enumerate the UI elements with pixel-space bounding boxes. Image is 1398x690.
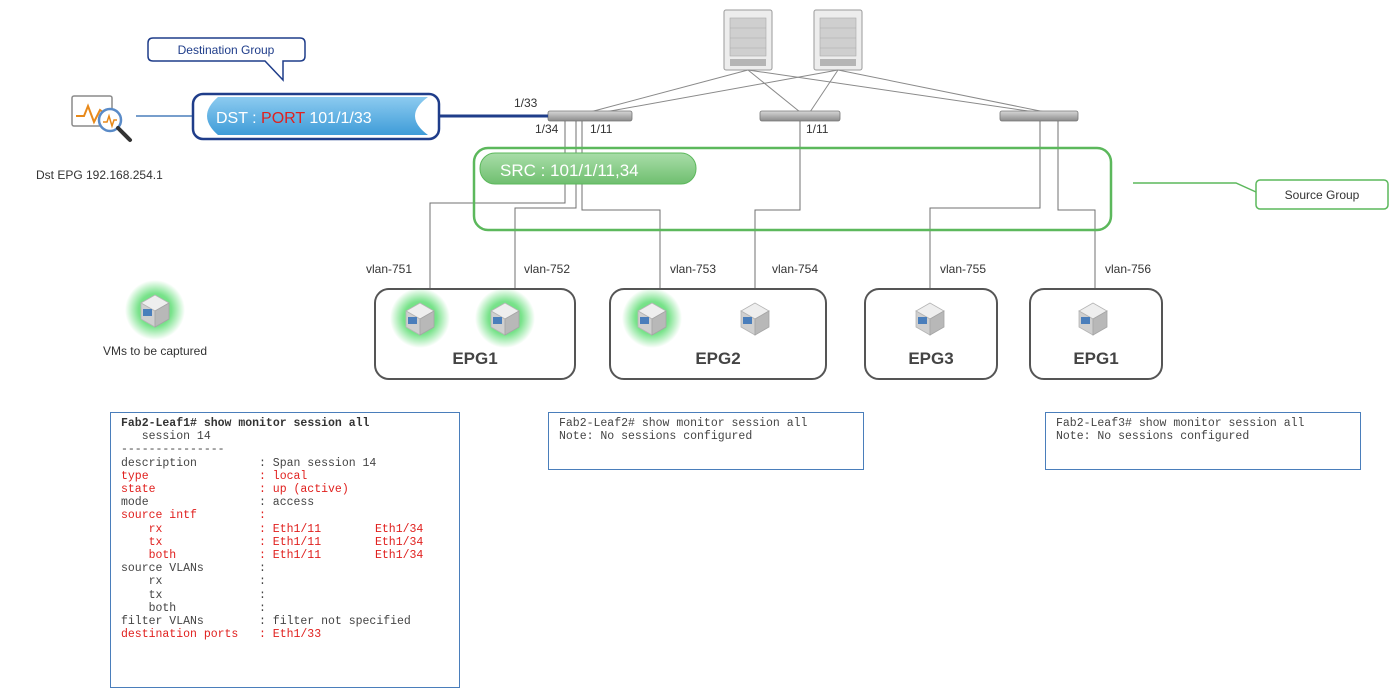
leaf1-row: description : Span session 14	[121, 457, 449, 470]
spine-leaf-links	[589, 69, 1046, 113]
leaf1-divider: ---------------	[121, 443, 225, 457]
leaf1-row-key: rx	[121, 522, 163, 536]
leaf1-row-key: source VLANs	[121, 562, 204, 576]
leaf1-row: type : local	[121, 470, 449, 483]
vm-icon	[390, 288, 450, 348]
src-port-pill	[479, 152, 697, 185]
leaf1-row: mode : access	[121, 496, 449, 509]
leaf1-row-value: : filter not specified	[259, 615, 411, 629]
leaf1-row-extra: Eth1/34	[375, 535, 424, 549]
src-port-label: SRC : 101/1/11,34	[500, 161, 639, 180]
leaf1-row: source intf:	[121, 509, 449, 522]
leaf1-row-key: source intf	[121, 509, 197, 523]
leaf1-row: tx:	[121, 589, 449, 602]
leaf2-command: Fab2-Leaf2# show monitor session all	[559, 417, 808, 430]
leaf1-row-key: description	[121, 456, 197, 470]
destination-group-callout	[147, 37, 306, 82]
leaf1-row-key: destination ports	[121, 628, 239, 642]
epg-label-3: EPG3	[908, 349, 953, 368]
leaf1-row: filter VLANs : filter not specified	[121, 615, 449, 628]
leaf1-row-key: rx	[121, 575, 163, 589]
vlan-label-755: vlan-755	[940, 262, 986, 276]
port-label-1-11-leaf1: 1/11	[590, 122, 613, 136]
vlan-label-752: vlan-752	[524, 262, 570, 276]
leaf1-row-value: : Eth1/11	[259, 549, 322, 563]
leaf1-row: rx:	[121, 575, 449, 588]
leaf1-row-value: : Eth1/11	[259, 535, 322, 549]
leaf1-row-value: :	[259, 601, 266, 615]
port-label-1-34: 1/34	[535, 122, 559, 136]
leaf1-command: Fab2-Leaf1# show monitor session all	[121, 417, 370, 430]
leaf1-row: source VLANs:	[121, 562, 449, 575]
leaf1-row-key: both	[121, 601, 177, 615]
leaf1-row-value: :	[259, 575, 266, 589]
epg-box-4	[1029, 288, 1163, 380]
port-label-1-11-leaf2: 1/11	[806, 122, 829, 136]
leaf1-row-key: state	[121, 483, 156, 497]
legend-vm-icon	[125, 280, 185, 340]
leaf3-terminal: Fab2-Leaf3# show monitor session all Not…	[1045, 412, 1361, 470]
leaf3-command: Fab2-Leaf3# show monitor session all	[1056, 417, 1305, 430]
leaf1-terminal: Fab2-Leaf1# show monitor session all ses…	[110, 412, 460, 688]
leaf1-row-extra: Eth1/34	[375, 522, 424, 536]
leaf1-row-value: :	[259, 562, 266, 576]
leaf1-row-value: :	[259, 509, 266, 523]
leaf1-row-key: type	[121, 469, 149, 483]
vm-icon	[622, 288, 682, 348]
leaf3-note: Note: No sessions configured	[1056, 430, 1250, 444]
leaf-switch-3	[999, 110, 1079, 122]
source-group-box	[472, 146, 1113, 232]
leaf-switch-2	[759, 110, 841, 122]
analyzer-label: Dst EPG 192.168.254.1	[36, 168, 163, 182]
leaf2-note: Note: No sessions configured	[559, 430, 753, 444]
source-group-pointer	[1133, 182, 1257, 193]
source-group-callout-label: Source Group	[1285, 188, 1360, 202]
analyzer-icon	[71, 95, 132, 142]
epg-label-4: EPG1	[1073, 349, 1118, 368]
leaf1-session: session 14	[121, 430, 211, 444]
leaf1-row-extra: Eth1/34	[375, 549, 424, 563]
epg-label-1: EPG1	[452, 349, 497, 368]
dst-port-label: DST : PORT 101/1/33	[216, 110, 372, 127]
port-label-1-33: 1/33	[514, 96, 538, 110]
vlan-label-754: vlan-754	[772, 262, 818, 276]
leaf1-row-value: : access	[259, 496, 315, 510]
leaf1-row: rx : Eth1/11 Eth1/34	[121, 523, 449, 536]
vlan-label-753: vlan-753	[670, 262, 716, 276]
leaf1-row-key: both	[121, 549, 177, 563]
leaf1-row-value: : Span session 14	[259, 456, 377, 470]
leaf1-row: both : Eth1/11 Eth1/34	[121, 549, 449, 562]
leaf2-terminal: Fab2-Leaf2# show monitor session all Not…	[548, 412, 864, 470]
source-group-callout	[1255, 179, 1389, 210]
leaf1-row-value: : Eth1/11	[259, 522, 322, 536]
leaf1-row-key: mode	[121, 496, 149, 510]
spine-switch-1	[723, 9, 773, 71]
leaf1-row-key: tx	[121, 535, 163, 549]
leaf1-row: destination ports : Eth1/33	[121, 628, 449, 641]
leaf1-row-key: tx	[121, 588, 163, 602]
leaf1-row-value: : up (active)	[259, 483, 349, 497]
leaf1-row: both:	[121, 602, 449, 615]
vlan-label-751: vlan-751	[366, 262, 412, 276]
leaf1-row: tx : Eth1/11 Eth1/34	[121, 536, 449, 549]
vlan-label-756: vlan-756	[1105, 262, 1151, 276]
epg-label-2: EPG2	[695, 349, 740, 368]
leaf-switch-1	[547, 110, 633, 122]
leaf1-row-value: : local	[259, 469, 308, 483]
spine-switch-2	[813, 9, 863, 71]
legend-label: VMs to be captured	[103, 344, 207, 358]
leaf1-row-key: filter VLANs	[121, 615, 204, 629]
dst-port-pill	[207, 97, 428, 135]
leaf1-row-value: : Eth1/33	[259, 628, 322, 642]
vm-icon	[475, 288, 535, 348]
leaf1-row: state : up (active)	[121, 483, 449, 496]
leaf1-row-value: :	[259, 588, 266, 602]
destination-group-callout-label: Destination Group	[178, 43, 275, 57]
